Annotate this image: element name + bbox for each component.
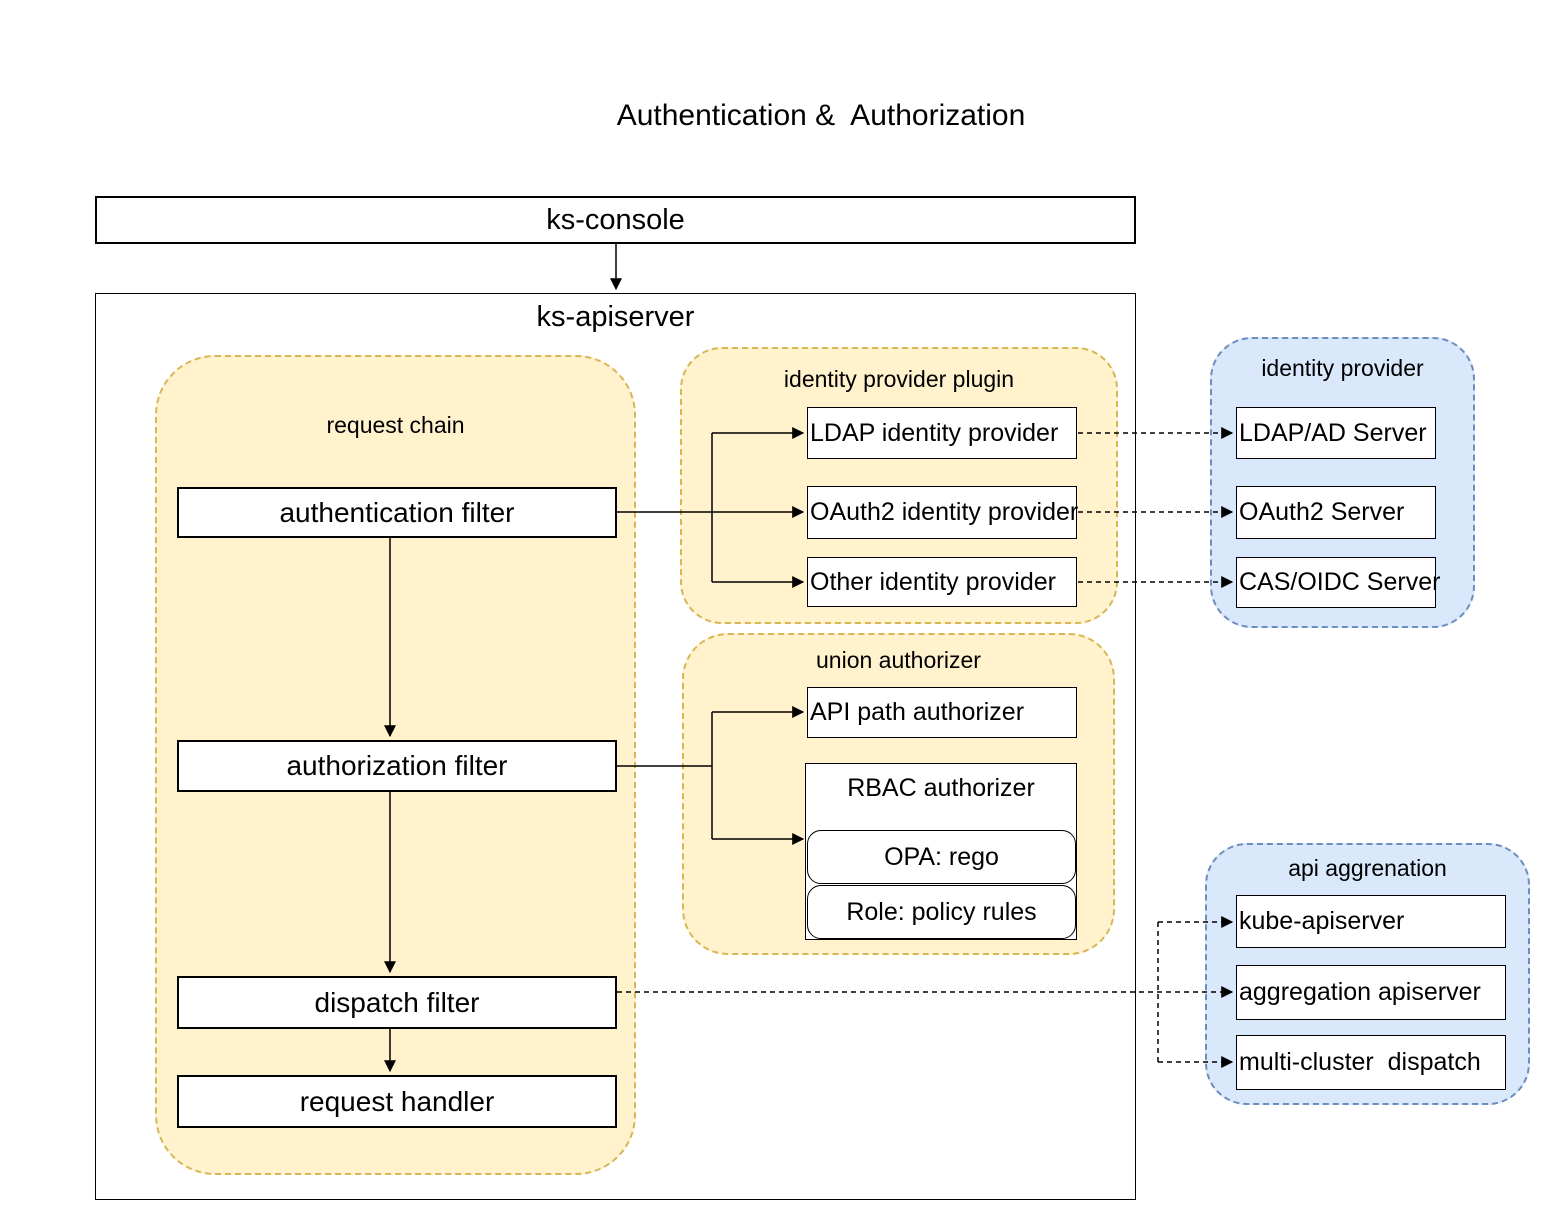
node-request-handler: request handler (177, 1075, 617, 1128)
node-dispatch-filter-label: dispatch filter (314, 986, 480, 1018)
node-cas-oidc-server: CAS/OIDC Server (1236, 557, 1440, 608)
node-ldap-ad-server-label: LDAP/AD Server (1239, 418, 1427, 447)
node-ldap-ad-server: LDAP/AD Server (1236, 407, 1436, 459)
group-union-authorizer-label: union authorizer (816, 647, 981, 673)
node-authorization-filter-label: authorization filter (286, 750, 508, 781)
node-opa-rego: OPA: rego (807, 830, 1076, 884)
node-aggregation-apiserver: aggregation apiserver (1236, 965, 1506, 1020)
node-oauth2-identity-provider: OAuth2 identity provider (807, 486, 1079, 539)
node-oauth2-server-label: OAuth2 Server (1239, 498, 1405, 526)
group-api-aggregation-label: api aggrenation (1288, 855, 1447, 881)
node-kube-apiserver: kube-apiserver (1236, 895, 1506, 948)
node-ks-console-label: ks-console (546, 203, 685, 236)
node-authentication-filter: authentication filter (177, 487, 617, 538)
node-other-identity-provider: Other identity provider (807, 557, 1077, 607)
node-multi-cluster-dispatch-label: multi-cluster dispatch (1239, 1048, 1481, 1076)
node-api-path-authorizer: API path authorizer (807, 687, 1077, 738)
node-request-handler-label: request handler (299, 1085, 495, 1117)
node-ks-console: ks-console (95, 196, 1136, 244)
diagram-title: Authentication & Authorization (616, 99, 1026, 132)
node-rbac-authorizer-label: RBAC authorizer (847, 774, 1035, 802)
node-ks-apiserver-label: ks-apiserver (536, 301, 695, 333)
node-ks-apiserver (95, 293, 1136, 1200)
group-identity-provider-label: identity provider (1261, 355, 1424, 381)
node-opa-rego-label: OPA: rego (884, 842, 999, 871)
node-authorization-filter: authorization filter (177, 740, 617, 792)
node-aggregation-apiserver-label: aggregation apiserver (1239, 978, 1481, 1006)
node-role-policy-rules-label: Role: policy rules (846, 897, 1037, 926)
node-ldap-identity-provider-label: LDAP identity provider (810, 418, 1059, 447)
node-kube-apiserver-label: kube-apiserver (1239, 907, 1405, 935)
node-authentication-filter-label: authentication filter (279, 496, 515, 528)
node-role-policy-rules: Role: policy rules (807, 885, 1076, 939)
node-oauth2-identity-provider-label: OAuth2 identity provider (810, 498, 1079, 526)
node-api-path-authorizer-label: API path authorizer (810, 698, 1025, 726)
group-request-chain-label: request chain (326, 412, 465, 438)
node-dispatch-filter: dispatch filter (177, 976, 617, 1029)
node-oauth2-server: OAuth2 Server (1236, 486, 1436, 539)
group-identity-provider-plugin-label: identity provider plugin (783, 366, 1015, 392)
node-other-identity-provider-label: Other identity provider (810, 567, 1056, 596)
node-multi-cluster-dispatch: multi-cluster dispatch (1236, 1035, 1506, 1090)
node-cas-oidc-server-label: CAS/OIDC Server (1239, 568, 1441, 596)
node-ldap-identity-provider: LDAP identity provider (807, 407, 1077, 459)
